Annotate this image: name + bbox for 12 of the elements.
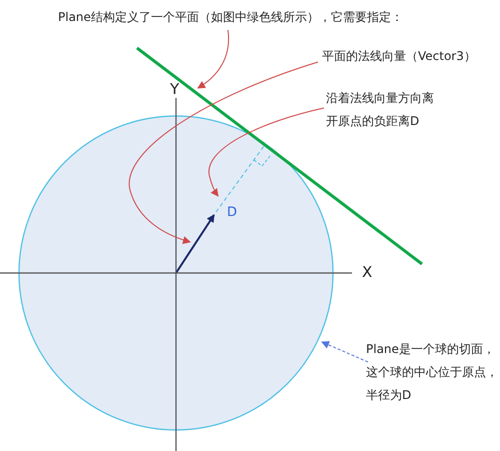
leader-arrow (208, 108, 324, 197)
title-text: Plane结构定义了一个平面（如图中绿色线所示），它需要指定： (58, 6, 478, 29)
callout-text: Plane是一个球的切面，这个球的中心位于原点，半径为D (366, 338, 500, 407)
leader-arrow (129, 62, 318, 244)
axis-label: Y (170, 80, 180, 98)
distance-label: D (227, 204, 238, 222)
callout-text: 沿着法线向量方向离开原点的负距离D (326, 87, 436, 133)
normal-vector-arrow (175, 214, 215, 274)
callout-text: 平面的法线向量（Vector3） (322, 45, 497, 68)
dashed-leader-arrow (321, 341, 368, 362)
axis-label: X (362, 263, 372, 281)
leader-arrow (197, 30, 230, 89)
